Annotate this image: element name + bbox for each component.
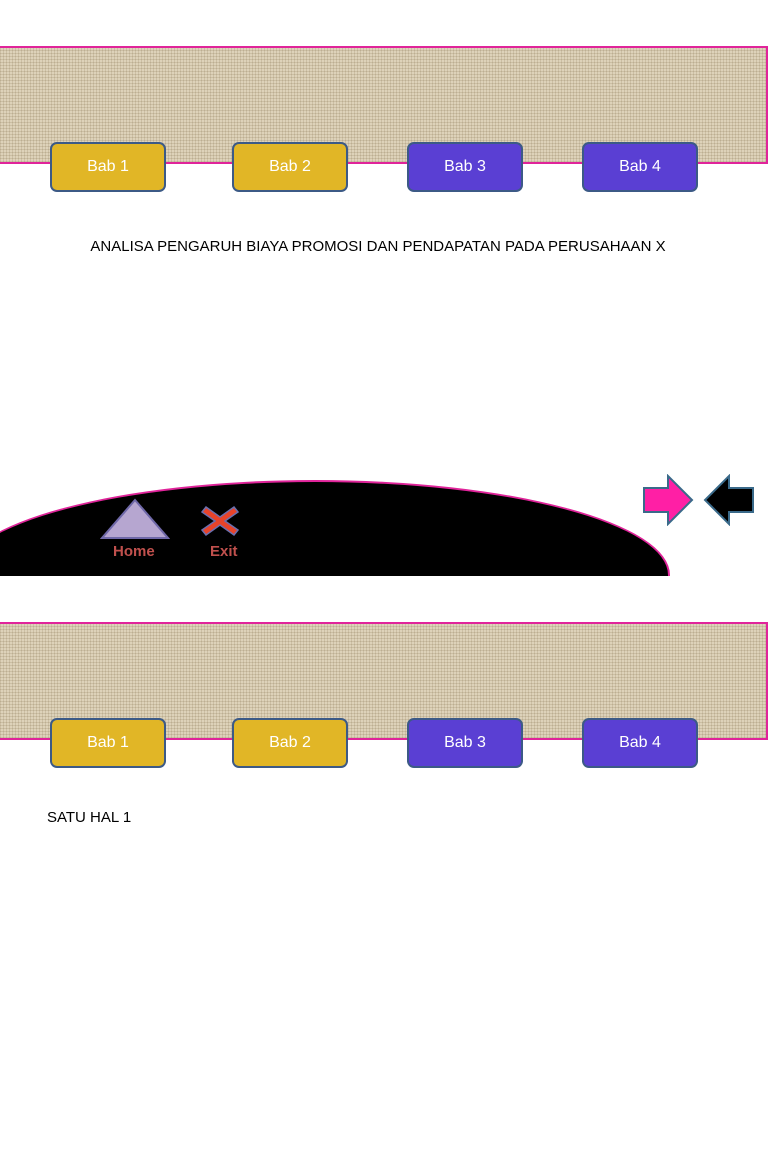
home-button-label[interactable]: Home	[113, 543, 155, 560]
tab-bab-4[interactable]: Bab 4	[582, 142, 698, 192]
tab-bab-2[interactable]: Bab 2	[232, 718, 348, 768]
slide-1: Bab 1 Bab 2 Bab 3 Bab 4 ANALISA PENGARUH…	[0, 46, 768, 576]
tab-bab-1[interactable]: Bab 1	[50, 718, 166, 768]
exit-icon[interactable]	[200, 503, 240, 539]
slide-2: Bab 1 Bab 2 Bab 3 Bab 4 SATU HAL 1	[0, 576, 768, 1152]
tab-bab-3[interactable]: Bab 3	[407, 142, 523, 192]
exit-button-label[interactable]: Exit	[210, 543, 238, 560]
tab-bab-3[interactable]: Bab 3	[407, 718, 523, 768]
home-icon[interactable]	[100, 498, 170, 568]
tab-bab-2[interactable]: Bab 2	[232, 142, 348, 192]
arrow-left-icon[interactable]	[703, 474, 755, 526]
tab-bab-4[interactable]: Bab 4	[582, 718, 698, 768]
tab-bab-1[interactable]: Bab 1	[50, 142, 166, 192]
arrow-right-icon[interactable]	[642, 474, 694, 526]
slide-title: ANALISA PENGARUH BIAYA PROMOSI DAN PENDA…	[90, 238, 666, 255]
content-text: SATU HAL 1	[47, 809, 132, 826]
